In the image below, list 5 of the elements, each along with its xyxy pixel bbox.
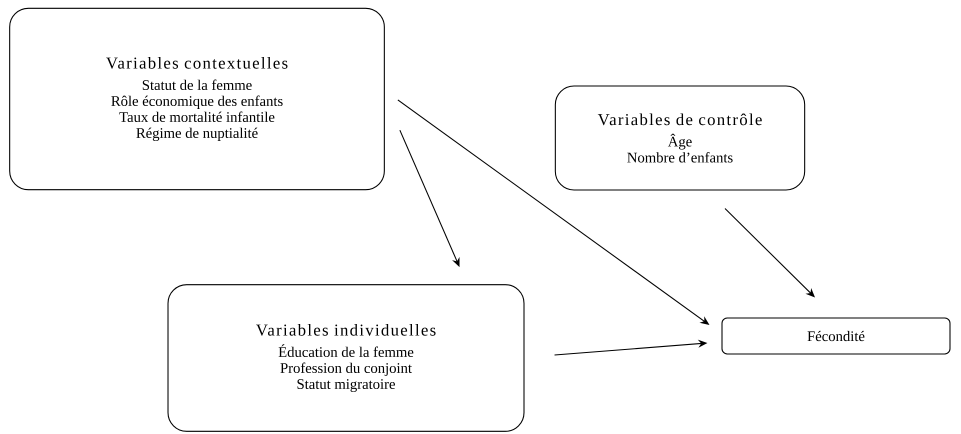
variable-box: Variables individuelles Éducation de la femme Profession du conjoint Statut migratoire (167, 284, 525, 432)
variable-box: Variables de contrôle Âge Nombre d’enfants (554, 85, 806, 191)
arrow (724, 208, 815, 298)
outcome-box: Fécondité (721, 317, 951, 355)
variable-box: Variables contextuelles Statut de la femme Rôle économique des enfants Taux de mortalité infantile Régime de nuptialité (9, 8, 385, 190)
